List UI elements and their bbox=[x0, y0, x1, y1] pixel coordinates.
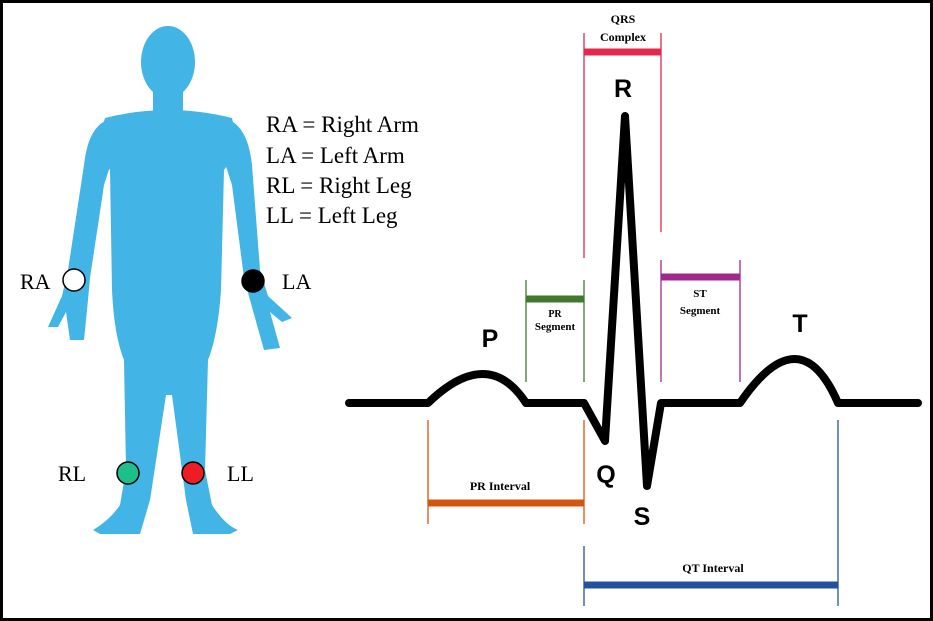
legend-ll: LL = Left Leg bbox=[266, 203, 398, 228]
electrode-rl-label: RL bbox=[58, 461, 86, 486]
body-head bbox=[141, 26, 195, 98]
electrode-ra-label: RA bbox=[20, 269, 51, 294]
wave-label-r: R bbox=[614, 75, 632, 103]
wave-label-s: S bbox=[634, 503, 651, 531]
legend-la: LA = Left Arm bbox=[266, 143, 405, 168]
qt-interval-marker: QT Interval bbox=[584, 420, 838, 606]
electrode-ll bbox=[182, 462, 204, 484]
st-segment-label-line2: Segment bbox=[680, 305, 721, 317]
wave-label-t: T bbox=[792, 310, 807, 338]
st-segment-label-line1: ST bbox=[693, 288, 707, 300]
pr-interval-marker: PR Interval bbox=[428, 420, 584, 524]
wave-label-q: Q bbox=[596, 461, 615, 489]
electrode-la bbox=[242, 270, 264, 292]
pr-segment-marker: PR Segment bbox=[526, 280, 584, 382]
qrs-label-line1: QRS bbox=[611, 12, 636, 26]
body-arm-right bbox=[48, 120, 112, 340]
st-segment-marker: ST Segment bbox=[661, 260, 740, 382]
wave-label-p: P bbox=[482, 325, 499, 353]
ecg-waveform bbox=[349, 116, 918, 486]
electrode-la-label: LA bbox=[282, 269, 311, 294]
electrode-rl bbox=[117, 462, 139, 484]
qt-interval-label: QT Interval bbox=[682, 561, 744, 575]
legend-rl: RL = Right Leg bbox=[266, 173, 412, 198]
pr-interval-label: PR Interval bbox=[470, 479, 531, 493]
legend-ra: RA = Right Arm bbox=[266, 112, 419, 137]
electrode-ra bbox=[63, 269, 85, 291]
body-torso-legs bbox=[93, 110, 238, 534]
electrode-legend: RA = Right Arm LA = Left Arm RL = Right … bbox=[266, 112, 419, 228]
pr-segment-label-line1: PR bbox=[548, 309, 562, 320]
electrode-ll-label: LL bbox=[227, 461, 254, 486]
pr-segment-label-line2: Segment bbox=[535, 321, 576, 333]
qrs-label-line2: Complex bbox=[600, 30, 646, 44]
